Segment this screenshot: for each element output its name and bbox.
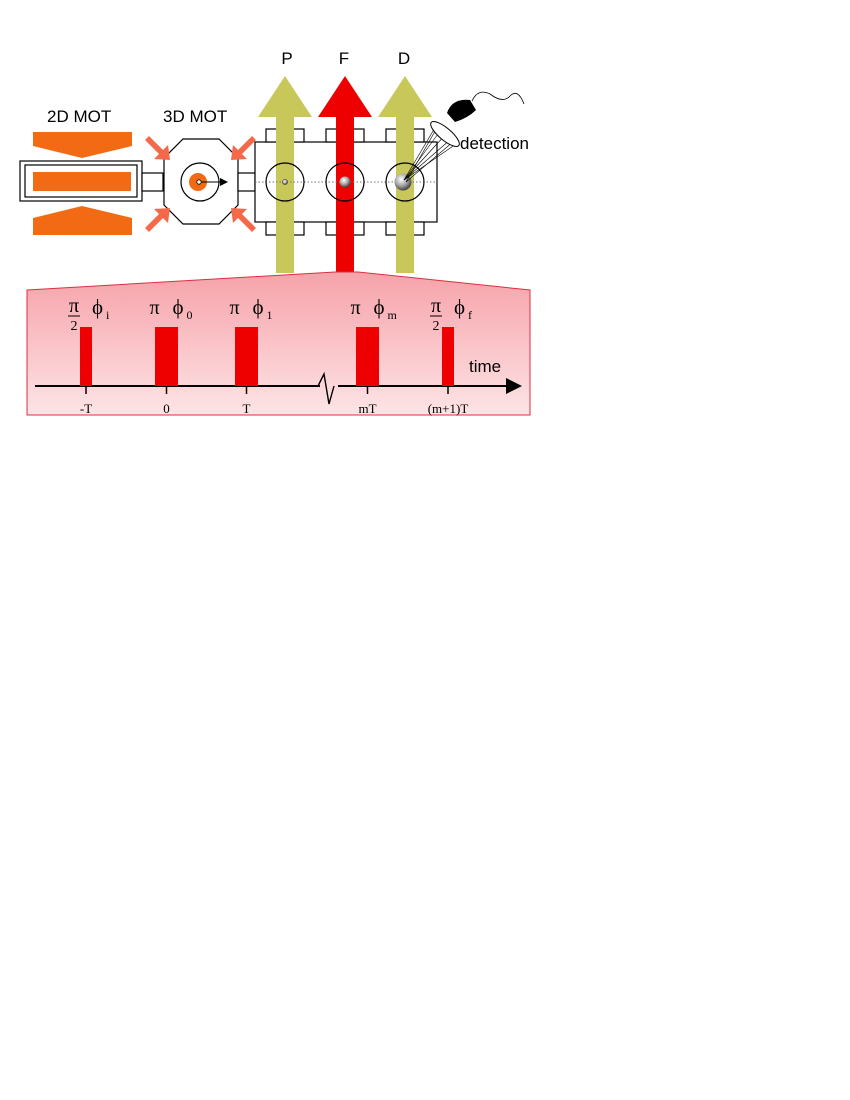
beam-f-head bbox=[318, 76, 372, 117]
time-tick-label: mT bbox=[358, 401, 376, 416]
phase-label: ϕ bbox=[374, 295, 385, 319]
mot-3d: 3D MOT bbox=[145, 107, 256, 232]
pulse-area-label: π bbox=[431, 295, 441, 317]
mot-2d: 2D MOT bbox=[19, 107, 164, 235]
beam-f-shaft bbox=[336, 115, 354, 273]
photodetector-icon bbox=[447, 99, 476, 122]
time-axis-label: time bbox=[469, 357, 501, 376]
mot-2d-label: 2D MOT bbox=[47, 107, 111, 126]
zone-d-window bbox=[385, 162, 425, 202]
atom-cloud-f bbox=[339, 176, 351, 188]
mot-3d-beam-arrow-tl bbox=[145, 136, 170, 160]
beam-f bbox=[318, 76, 372, 273]
pulse-area-label: π bbox=[229, 297, 239, 319]
zone-f-window bbox=[325, 162, 365, 202]
phase-label: ϕ bbox=[253, 295, 264, 319]
mot-3d-beam-arrow-bl bbox=[145, 208, 170, 232]
phase-label: ϕ bbox=[173, 295, 184, 319]
launch-arrow-head bbox=[220, 178, 228, 186]
mot-2d-upper-beam bbox=[33, 132, 132, 158]
pulse-3 bbox=[356, 327, 379, 386]
beam-d-shaft bbox=[396, 115, 414, 273]
mot-3d-atom-dot bbox=[196, 179, 202, 185]
detection-label: detection bbox=[460, 134, 529, 153]
mot-3d-beam-arrow-br bbox=[231, 208, 256, 232]
phase-subscript: f bbox=[468, 308, 472, 322]
phase-subscript: i bbox=[106, 308, 110, 322]
phase-label: ϕ bbox=[454, 295, 465, 319]
phase-label: ϕ bbox=[92, 295, 103, 319]
mot-2d-atom-cloud bbox=[33, 172, 131, 191]
mot-2d-to-3d-tube bbox=[141, 172, 164, 192]
beam-d-label: D bbox=[398, 49, 410, 68]
phase-subscript: 1 bbox=[267, 308, 273, 322]
time-axis-arrowhead bbox=[506, 378, 522, 394]
phase-subscript: 0 bbox=[187, 308, 193, 322]
pulse-1 bbox=[155, 327, 178, 386]
phase-subscript: m bbox=[388, 308, 398, 322]
fluorescence-rays bbox=[403, 125, 457, 183]
time-tick-label: -T bbox=[80, 401, 92, 416]
zone-p-window bbox=[265, 162, 305, 202]
time-tick-label: T bbox=[243, 401, 251, 416]
mot-3d-label: 3D MOT bbox=[163, 107, 227, 126]
pulse-area-label: π bbox=[350, 297, 360, 319]
beam-p-label: P bbox=[281, 49, 292, 68]
detector-cable bbox=[471, 91, 525, 105]
panel-background bbox=[26, 271, 531, 416]
beam-f-label: F bbox=[339, 49, 349, 68]
atom-cloud-p bbox=[282, 179, 288, 185]
beam-d-head bbox=[378, 76, 432, 117]
time-tick-label: 0 bbox=[163, 401, 170, 416]
beam-p-shaft bbox=[276, 115, 294, 273]
pulse-4 bbox=[442, 327, 454, 386]
pulse-area-label: π bbox=[149, 297, 159, 319]
detection-assembly: detection bbox=[403, 91, 529, 183]
pulse-0 bbox=[80, 327, 92, 386]
fraction-denominator: 2 bbox=[433, 319, 440, 334]
beam-d bbox=[378, 76, 432, 273]
pulse-2 bbox=[235, 327, 258, 386]
mot-2d-lower-beam bbox=[33, 206, 132, 235]
mot-3d-beam-arrow-tr bbox=[231, 136, 256, 160]
pulse-area-label: π bbox=[69, 295, 79, 317]
time-axis-break bbox=[317, 371, 335, 405]
beam-p bbox=[258, 76, 312, 273]
fraction-denominator: 2 bbox=[71, 319, 78, 334]
time-tick-label: (m+1)T bbox=[428, 401, 469, 416]
collection-lens bbox=[430, 121, 460, 147]
interferometer-chamber: P F D bbox=[254, 49, 438, 273]
mot-3d-to-chamber-tube bbox=[237, 172, 256, 192]
beam-p-head bbox=[258, 76, 312, 117]
